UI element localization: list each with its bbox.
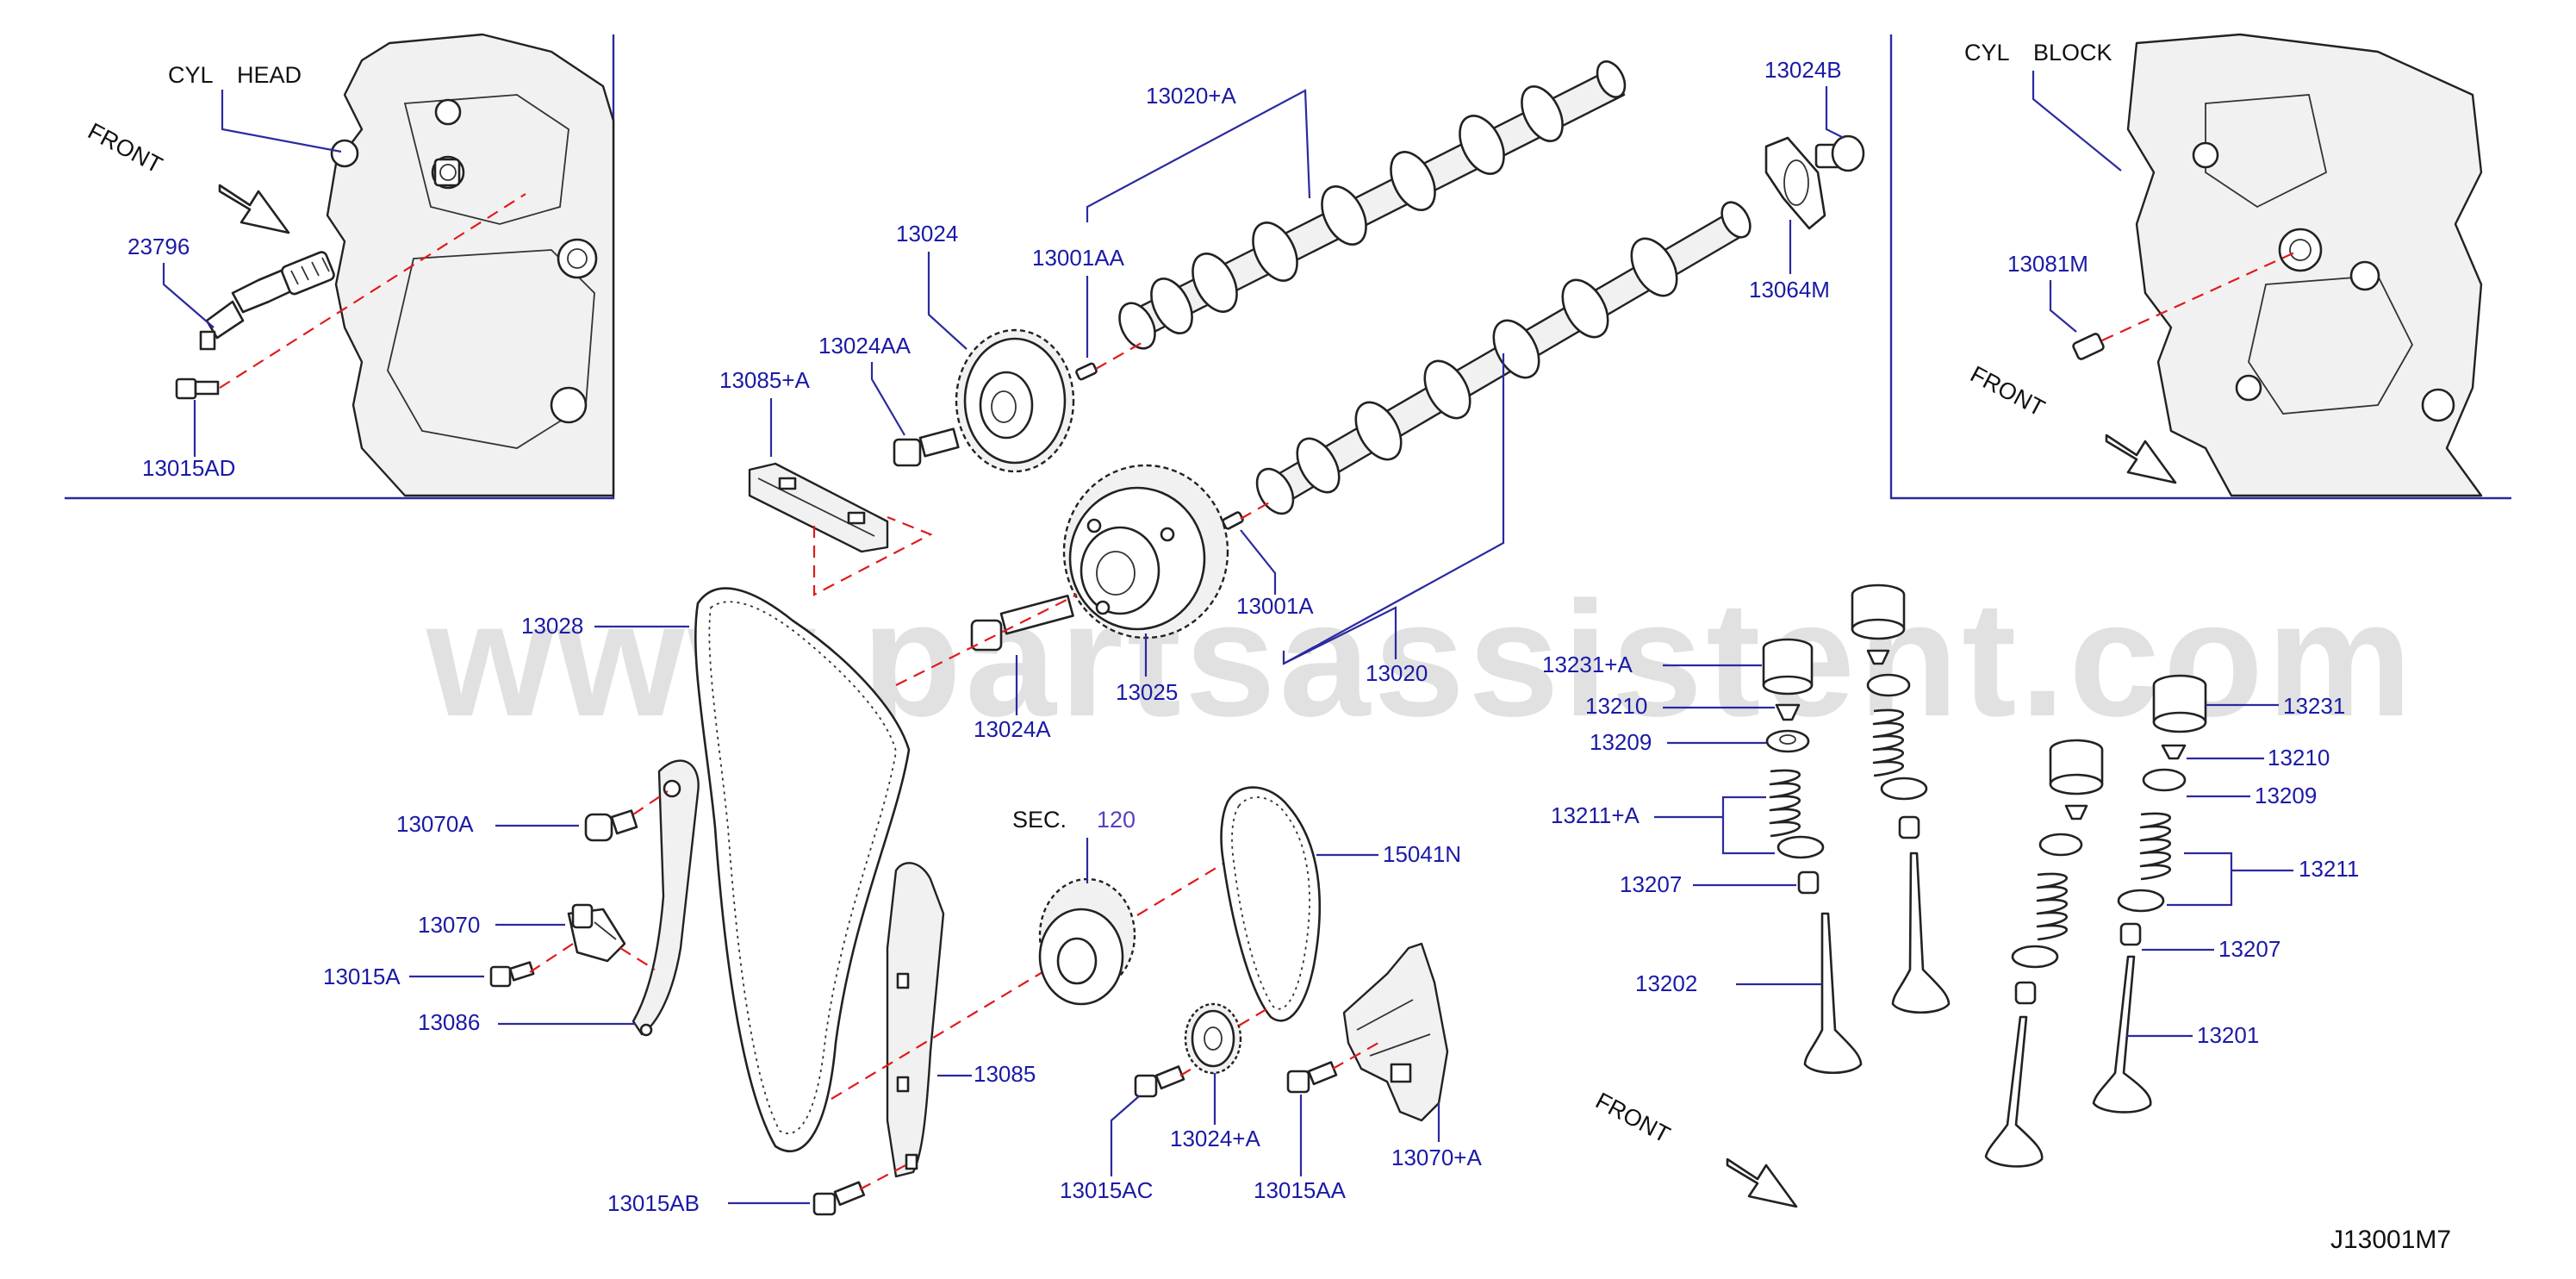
vtc-assembly-13025-part <box>1062 464 1229 640</box>
label-13015AD: 13015AD <box>142 455 235 481</box>
label-13015A: 13015A <box>323 964 401 989</box>
section-ref-number[interactable]: 120 <box>1097 807 1136 833</box>
label-13211: 13211 <box>2299 856 2359 882</box>
inset-cyl-head: CYL HEAD FRONT 23796 13015AD <box>65 33 615 500</box>
oil-pump-sprocket-part <box>1184 1002 1242 1075</box>
front-arrow-icon <box>1726 1157 1798 1208</box>
bolt-13015AA-part <box>1286 1061 1338 1094</box>
label-23796: 23796 <box>128 234 190 259</box>
bolt-13024AA-part <box>893 427 960 467</box>
label-13025: 13025 <box>1116 679 1178 705</box>
dowel-13001AA-part <box>1075 362 1098 381</box>
label-13209b: 13209 <box>2255 783 2317 808</box>
label-13015AC: 13015AC <box>1060 1177 1153 1203</box>
label-13231: 13231 <box>2283 693 2345 719</box>
oil-pump-chain-15041N-part <box>1220 786 1321 1022</box>
cylinder-head-casting <box>326 33 615 497</box>
label-13001AA: 13001AA <box>1032 245 1125 271</box>
label-13211A: 13211+A <box>1551 802 1640 828</box>
cyl-block-front-label: FRONT <box>1966 361 2049 421</box>
front-arrow-icon <box>218 184 290 234</box>
cyl-block-title-b: BLOCK <box>2033 40 2112 66</box>
label-13081M: 13081M <box>2007 251 2088 277</box>
bolt-13015A-part <box>489 961 535 988</box>
valve-train-right <box>2092 674 2207 1114</box>
camshaft-intake-part <box>1255 201 1752 515</box>
main-front-label: FRONT <box>1591 1088 1674 1148</box>
bolt-13024B-part <box>1814 134 1865 172</box>
valve-train-column-3 <box>1984 739 2104 1168</box>
label-13086: 13086 <box>418 1009 480 1035</box>
label-13070: 13070 <box>418 912 480 938</box>
label-13210a: 13210 <box>1585 693 1647 719</box>
label-13001A: 13001A <box>1236 593 1314 619</box>
oil-pump-tensioner-part <box>1342 942 1449 1122</box>
label-13064M: 13064M <box>1749 277 1830 303</box>
label-13070A: 13070A <box>396 811 474 837</box>
dowel-13001A-part <box>1222 511 1244 530</box>
valve-train-left <box>1762 638 1863 1074</box>
section-ref-prefix: SEC. <box>1012 807 1067 833</box>
label-13201: 13201 <box>2197 1022 2259 1048</box>
bolt-13015AB-part <box>812 1181 866 1216</box>
label-13028: 13028 <box>521 613 583 639</box>
front-arrow-icon <box>2105 434 2177 484</box>
vtc-solenoid-part <box>199 251 335 351</box>
tension-guide-13085-part <box>886 862 945 1178</box>
label-13085A: 13085+A <box>719 367 810 393</box>
exhaust-sprocket-13024-part <box>955 328 1075 473</box>
bolt-13024A-part <box>970 594 1074 652</box>
label-13070plusA: 13070+A <box>1391 1145 1482 1170</box>
inset-cyl-block: CYL BLOCK 13081M FRONT <box>1889 33 2511 500</box>
label-13209a: 13209 <box>1590 729 1652 755</box>
diagram-code: J13001M7 <box>2330 1226 2451 1254</box>
dowel-13081M-part <box>2072 333 2105 360</box>
cyl-block-title-a: CYL <box>1964 40 2010 66</box>
camshaft-exhaust-part <box>1118 60 1627 350</box>
bolt-13015AD-part <box>175 377 220 400</box>
label-15041N: 15041N <box>1383 841 1461 867</box>
label-13207a: 13207 <box>1620 871 1682 897</box>
label-13024B: 13024B <box>1764 57 1842 83</box>
cam-sensor-plate-13064M-part <box>1764 136 1826 230</box>
slack-guide-13086-part <box>632 759 700 1037</box>
valve-train-column-2 <box>1851 583 1951 1014</box>
cyl-head-title-b: HEAD <box>237 62 302 88</box>
label-13020A: 13020+A <box>1146 83 1236 109</box>
label-13020: 13020 <box>1366 660 1428 686</box>
label-13024: 13024 <box>896 221 958 246</box>
label-13202: 13202 <box>1635 970 1697 996</box>
label-13085: 13085 <box>974 1061 1036 1087</box>
bolt-13070A-part <box>584 809 638 842</box>
cyl-head-title-a: CYL <box>168 62 214 88</box>
crank-sprocket-part <box>1038 877 1136 1006</box>
label-13015AA: 13015AA <box>1254 1177 1347 1203</box>
bolt-13015AC-part <box>1134 1065 1185 1098</box>
label-13024AA: 13024AA <box>818 333 912 359</box>
label-13015AB: 13015AB <box>607 1190 700 1216</box>
cyl-head-front-label: FRONT <box>84 118 166 178</box>
label-13024plusA: 13024+A <box>1170 1126 1260 1151</box>
label-13207b: 13207 <box>2218 936 2280 962</box>
label-13231A: 13231+A <box>1542 652 1633 677</box>
chain-guide-13085A-part <box>748 462 889 553</box>
label-13210b: 13210 <box>2268 745 2330 771</box>
timing-chain-13028-part <box>694 587 911 1152</box>
tensioner-13070-part <box>567 903 626 963</box>
label-13024A: 13024A <box>974 716 1051 742</box>
